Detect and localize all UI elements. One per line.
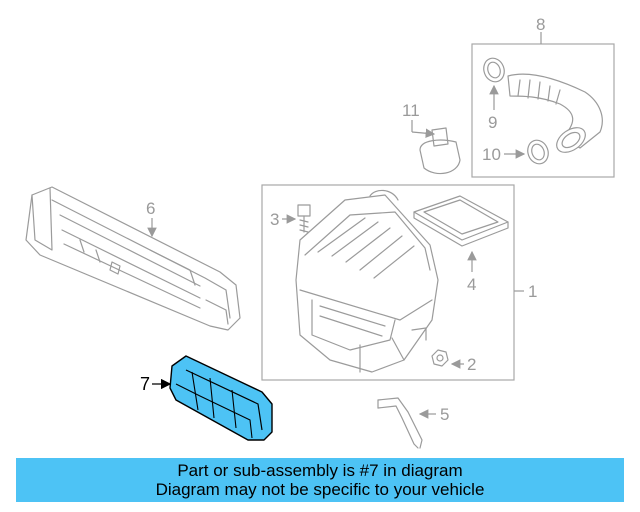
hose-5 xyxy=(377,397,423,449)
callout-5: 5 xyxy=(440,405,449,424)
callout-6: 6 xyxy=(146,199,155,218)
intake-tube-8 xyxy=(507,73,603,153)
banner-line-2: Diagram may not be specific to your vehi… xyxy=(155,480,485,499)
assembly-frame-8 xyxy=(471,43,615,178)
nut-2 xyxy=(431,349,449,367)
callout-2: 2 xyxy=(467,355,476,374)
callout-7: 7 xyxy=(140,374,150,394)
filter-element-4 xyxy=(413,195,509,247)
callout-9: 9 xyxy=(488,113,497,132)
info-banner: Part or sub-assembly is #7 in diagram Di… xyxy=(16,458,624,502)
info-banner-bg xyxy=(16,458,624,502)
callout-1: 1 xyxy=(528,282,537,301)
clamp-10 xyxy=(527,139,549,165)
callout-8: 8 xyxy=(536,15,545,34)
sensor-11 xyxy=(419,127,461,175)
callout-10: 10 xyxy=(482,145,501,164)
highlighted-duct-7 xyxy=(169,355,273,441)
clamp-9 xyxy=(483,57,505,83)
callout-11: 11 xyxy=(402,101,420,120)
assembly-frame-1 xyxy=(261,184,515,381)
callout-3: 3 xyxy=(270,210,279,229)
callout-4: 4 xyxy=(467,275,476,294)
air-intake-duct-6 xyxy=(25,186,241,331)
banner-line-1: Part or sub-assembly is #7 in diagram xyxy=(177,461,463,480)
air-cleaner-box-1 xyxy=(295,189,439,373)
bolt-3 xyxy=(297,204,311,233)
